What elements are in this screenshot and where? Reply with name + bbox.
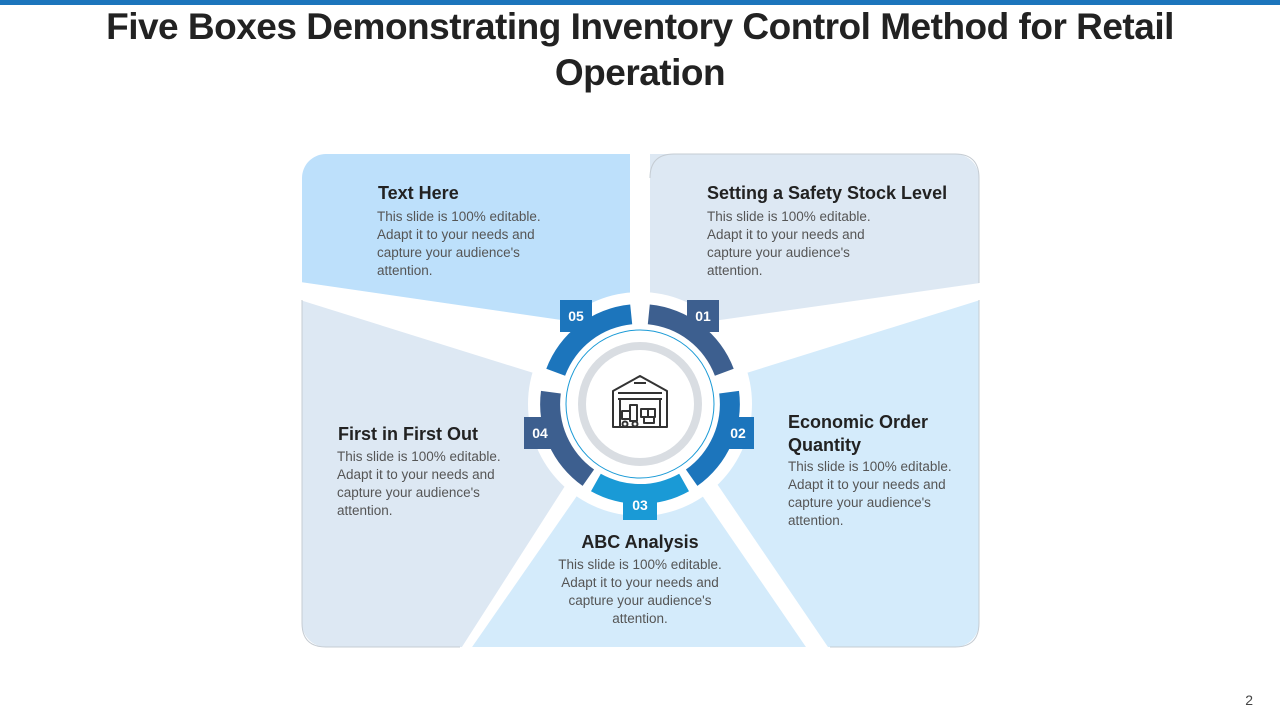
segment-box-01 bbox=[650, 154, 979, 330]
badge-05-label: 05 bbox=[568, 308, 584, 324]
badge-01 bbox=[687, 300, 719, 332]
badge-04-label: 04 bbox=[532, 425, 548, 441]
frame-outline-right bbox=[830, 300, 980, 648]
icon-circle bbox=[586, 350, 694, 458]
segment-box-03 bbox=[470, 405, 808, 647]
segment-02-body: This slide is 100% editable. Adapt it to… bbox=[788, 459, 952, 528]
segment-04-body: This slide is 100% editable. Adapt it to… bbox=[337, 449, 501, 518]
frame-outline-top-right bbox=[649, 153, 980, 283]
badge-02-label: 02 bbox=[730, 425, 746, 441]
segment-03-title: ABC Analysis bbox=[581, 532, 699, 552]
frame-outline-left bbox=[301, 300, 460, 648]
segment-02-title: Economic Order Quantity bbox=[788, 412, 929, 455]
badge-03 bbox=[623, 490, 657, 520]
badge-03-label: 03 bbox=[632, 497, 648, 513]
ring-arc-05 bbox=[546, 304, 633, 376]
segment-05-body: This slide is 100% editable. Adapt it to… bbox=[377, 209, 541, 278]
segment-box-05 bbox=[302, 154, 630, 330]
ring-arc-04 bbox=[540, 390, 595, 486]
ring-arc-01 bbox=[647, 304, 734, 376]
segment-03-body: This slide is 100% editable. Adapt it to… bbox=[558, 557, 722, 626]
ring-arc-02 bbox=[685, 390, 740, 486]
ring-arc-03 bbox=[591, 473, 689, 505]
slide-title: Five Boxes Demonstrating Inventory Contr… bbox=[106, 6, 1174, 93]
segment-01-body: This slide is 100% editable. Adapt it to… bbox=[707, 209, 871, 278]
badge-01-label: 01 bbox=[695, 308, 711, 324]
segment-05-title: Text Here bbox=[378, 183, 459, 203]
badge-02 bbox=[722, 417, 754, 449]
warehouse-icon bbox=[612, 375, 668, 428]
page-number: 2 bbox=[1245, 692, 1253, 708]
badge-04 bbox=[524, 417, 556, 449]
badge-05 bbox=[560, 300, 592, 332]
segment-01-title: Setting a Safety Stock Level bbox=[707, 183, 948, 203]
top-accent-bar bbox=[0, 0, 1280, 5]
segment-04-title: First in First Out bbox=[338, 424, 479, 444]
